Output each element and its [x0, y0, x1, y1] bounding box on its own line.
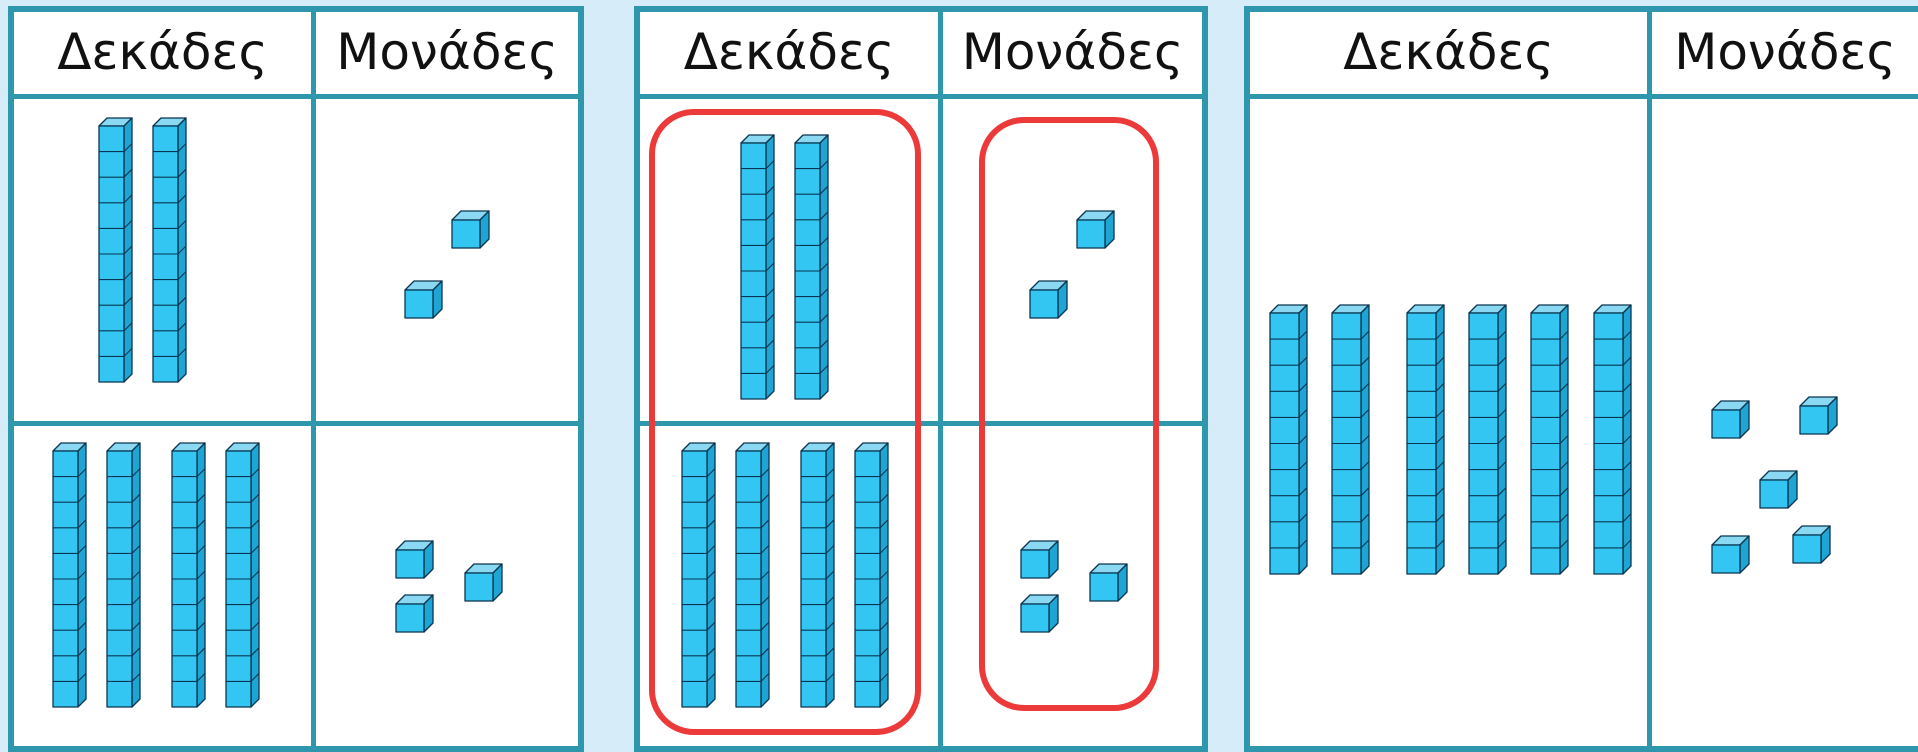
ten-rod	[854, 442, 889, 708]
units-header: Μονάδες	[1674, 23, 1896, 81]
column-divider	[311, 6, 316, 746]
unit-cube	[1792, 525, 1831, 564]
ten-rod	[1593, 304, 1632, 575]
ten-rod	[1269, 304, 1308, 575]
ten-rod	[171, 442, 206, 708]
tens-highlight-outline	[649, 109, 921, 735]
unit-cube	[451, 210, 490, 249]
ten-rod	[740, 134, 775, 400]
units-header: Μονάδες	[961, 23, 1184, 81]
ten-rod	[1331, 304, 1370, 575]
unit-cube	[1711, 535, 1750, 574]
units-header: Μονάδες	[336, 23, 558, 81]
ten-rod	[800, 442, 835, 708]
column-divider	[1647, 6, 1652, 746]
unit-cube	[395, 540, 434, 579]
unit-cube	[1020, 540, 1059, 579]
header-divider	[634, 94, 1208, 99]
ten-rod	[225, 442, 260, 708]
ten-rod	[152, 117, 187, 383]
unit-cube	[1089, 563, 1128, 602]
row-divider	[8, 421, 584, 426]
ten-rod	[98, 117, 133, 383]
column-divider	[938, 6, 943, 746]
ten-rod	[52, 442, 87, 708]
units-highlight-outline	[979, 117, 1159, 711]
unit-cube	[1711, 400, 1750, 439]
ten-rod	[681, 442, 716, 708]
ten-rod	[794, 134, 829, 400]
unit-cube	[1076, 210, 1115, 249]
header-divider	[1244, 94, 1918, 99]
unit-cube	[1020, 594, 1059, 633]
unit-cube	[404, 280, 443, 319]
unit-cube	[395, 594, 434, 633]
ten-rod	[1468, 304, 1507, 575]
tens-header: Δεκάδες	[1343, 23, 1554, 81]
ten-rod	[106, 442, 141, 708]
tens-header: Δεκάδες	[57, 23, 268, 81]
ten-rod	[1530, 304, 1569, 575]
unit-cube	[1799, 396, 1838, 435]
ten-rod	[735, 442, 770, 708]
unit-cube	[464, 563, 503, 602]
ten-rod	[1406, 304, 1445, 575]
tens-header: Δεκάδες	[683, 23, 895, 81]
unit-cube	[1029, 280, 1068, 319]
unit-cube	[1759, 470, 1798, 509]
header-divider	[8, 94, 584, 99]
